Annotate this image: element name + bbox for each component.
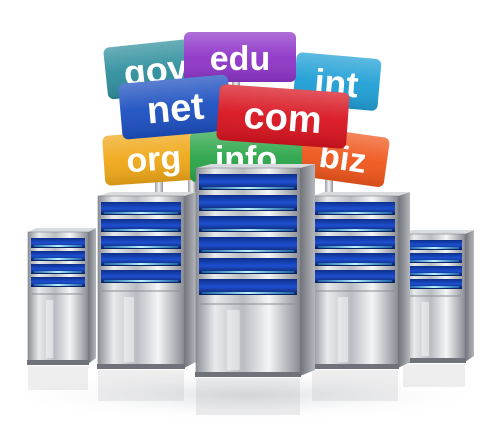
status-light — [318, 212, 392, 214]
drive-bay — [199, 237, 297, 253]
drive-bay — [101, 270, 181, 283]
status-light — [34, 271, 82, 273]
drive-bay — [315, 270, 395, 283]
status-light — [34, 284, 82, 286]
drive-bay — [406, 266, 462, 276]
status-light — [318, 246, 392, 248]
drive-bay — [199, 174, 297, 190]
server-left — [97, 192, 196, 401]
status-light — [104, 280, 178, 282]
status-light — [202, 229, 294, 231]
drive-bay — [315, 219, 395, 232]
server-right — [311, 192, 410, 401]
floor-shadow — [0, 367, 493, 423]
drive-bay — [406, 279, 462, 289]
drive-bay — [101, 253, 181, 266]
server-towers — [27, 164, 474, 415]
sign-net: net — [118, 74, 232, 140]
drive-bay — [31, 251, 85, 261]
drive-bay — [31, 264, 85, 274]
drive-bay — [101, 236, 181, 249]
status-light — [318, 280, 392, 282]
status-light — [202, 187, 294, 189]
drive-bay — [199, 195, 297, 211]
drive-bay — [199, 279, 297, 295]
drive-bay — [101, 219, 181, 232]
drive-bay — [406, 253, 462, 263]
sign-com-label: com — [242, 95, 323, 142]
drive-bay — [199, 258, 297, 274]
drive-bay — [101, 202, 181, 215]
server-far-right — [402, 230, 474, 387]
status-light — [104, 212, 178, 214]
drive-bay — [199, 216, 297, 232]
status-light — [104, 246, 178, 248]
status-light — [104, 229, 178, 231]
status-light — [409, 273, 459, 275]
sign-org: org — [102, 129, 205, 186]
drive-bay — [406, 240, 462, 250]
status-light — [34, 258, 82, 260]
status-light — [202, 208, 294, 210]
status-light — [202, 271, 294, 273]
server-far-left — [27, 228, 96, 390]
drive-bay — [31, 277, 85, 287]
sign-com: com — [216, 84, 350, 149]
status-light — [318, 263, 392, 265]
status-light — [202, 250, 294, 252]
drive-bay — [315, 202, 395, 215]
status-light — [409, 286, 459, 288]
drive-bay — [315, 236, 395, 249]
sign-net-label: net — [145, 86, 206, 133]
sign-edu: edu — [184, 32, 296, 82]
status-light — [34, 245, 82, 247]
status-light — [409, 247, 459, 249]
server-center — [195, 164, 315, 415]
sign-org-label: org — [125, 139, 182, 181]
status-light — [409, 260, 459, 262]
status-light — [318, 229, 392, 231]
status-light — [202, 292, 294, 294]
drive-bay — [315, 253, 395, 266]
sign-edu-label: edu — [210, 40, 270, 78]
status-light — [104, 263, 178, 265]
drive-bay — [31, 238, 85, 248]
